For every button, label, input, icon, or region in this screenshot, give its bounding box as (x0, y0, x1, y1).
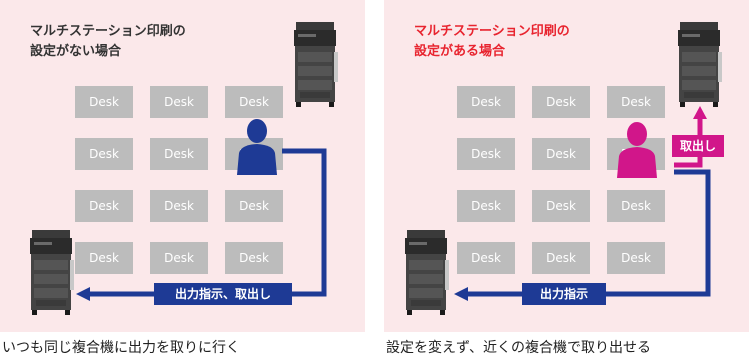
desk: Desk (150, 190, 208, 222)
panel-with-setting: マルチステーション印刷の 設定がある場合 Desk Desk Desk Desk… (384, 0, 749, 332)
person-icon (237, 119, 277, 175)
desk: Desk (457, 242, 515, 274)
desk: Desk (75, 86, 133, 118)
desk: Desk (607, 190, 665, 222)
panel-title-line2: 設定がある場合 (414, 44, 506, 59)
panel-title: マルチステーション印刷の 設定がない場合 (30, 22, 186, 62)
left-caption: いつも同じ複合機に出力を取りに行く (2, 340, 240, 356)
desk: Desk (75, 190, 133, 222)
desk: Desk (75, 138, 133, 170)
desk: Desk (75, 242, 133, 274)
desk: Desk (150, 138, 208, 170)
printer-icon (405, 230, 449, 315)
printer-icon (294, 22, 338, 107)
desk: Desk (532, 190, 590, 222)
printer-icon (30, 230, 74, 315)
right-caption: 設定を変えず、近くの複合機で取り出せる (386, 340, 652, 356)
route-label: 出力指示 (522, 283, 606, 305)
desk: Desk (457, 138, 515, 170)
desk: Desk (532, 86, 590, 118)
desk: Desk (150, 86, 208, 118)
desk: Desk (457, 86, 515, 118)
panel-without-setting: マルチステーション印刷の 設定がない場合 Desk Desk Desk Desk… (0, 0, 365, 332)
desk: Desk (150, 242, 208, 274)
desk: Desk (225, 242, 283, 274)
printer-icon (678, 22, 722, 107)
panel-title: マルチステーション印刷の 設定がある場合 (414, 22, 570, 62)
person-icon (617, 122, 657, 178)
desk: Desk (457, 190, 515, 222)
pickup-label: 取出し (672, 135, 724, 157)
desk: Desk (225, 86, 283, 118)
route-label: 出力指示、取出し (154, 283, 292, 305)
desk: Desk (607, 242, 665, 274)
panel-title-line1: マルチステーション印刷の (30, 24, 186, 39)
desk: Desk (607, 86, 665, 118)
desk: Desk (225, 190, 283, 222)
panel-title-line1: マルチステーション印刷の (414, 24, 570, 39)
desk: Desk (532, 242, 590, 274)
panel-title-line2: 設定がない場合 (30, 44, 122, 59)
desk: Desk (532, 138, 590, 170)
